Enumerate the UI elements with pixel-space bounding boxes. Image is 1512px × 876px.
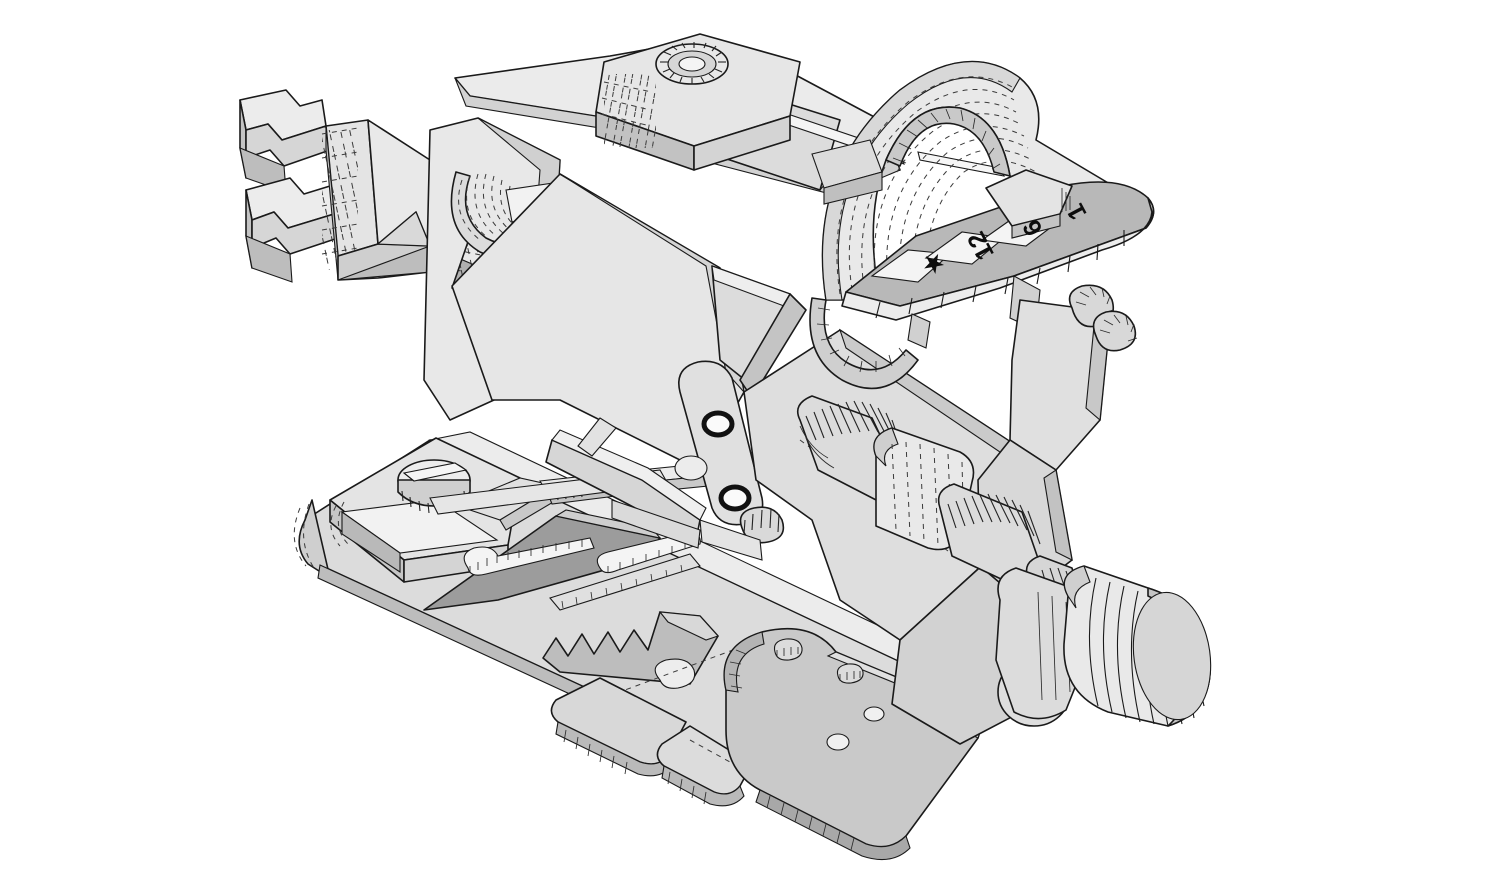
curved-ruffling-blade (809, 60, 1121, 390)
center-tab (656, 725, 753, 807)
upper-actuating-arm (454, 33, 1005, 197)
knurled-thumb-knob[interactable] (1063, 565, 1219, 727)
right-lower-tab (1092, 310, 1138, 352)
separator-blade (423, 509, 701, 611)
stitch-spacing-selector-plate[interactable]: 1 6 12 ★ (841, 169, 1155, 349)
top-mounting-screw[interactable] (655, 42, 729, 85)
right-adjustment-assembly (796, 284, 1219, 727)
top-screw-boss (595, 33, 801, 171)
